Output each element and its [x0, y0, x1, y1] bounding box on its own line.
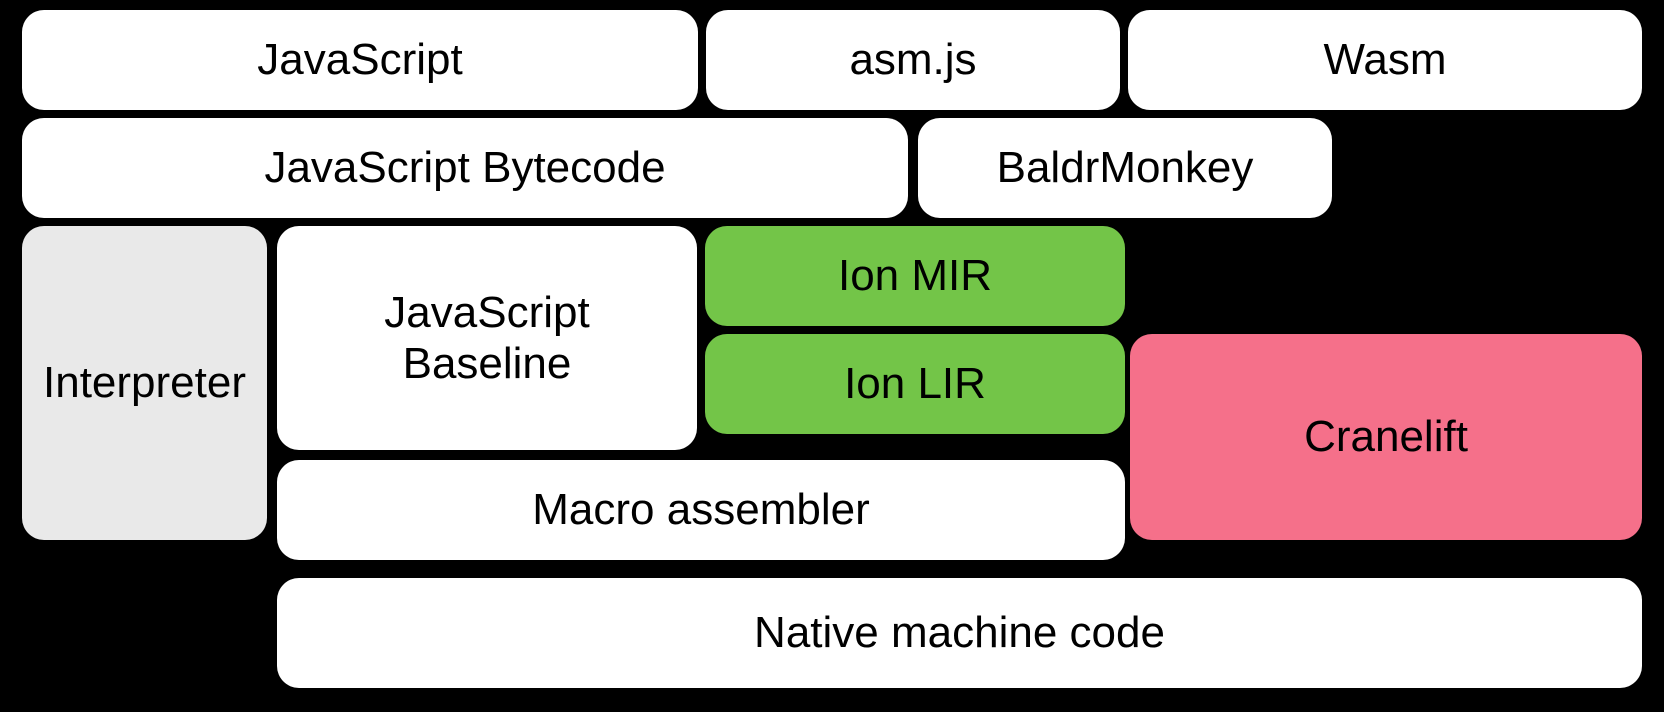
node-baldrmonkey: BaldrMonkey [918, 118, 1332, 218]
node-native-machine-code: Native machine code [277, 578, 1642, 688]
node-cranelift: Cranelift [1130, 334, 1642, 540]
node-ion-lir: Ion LIR [705, 334, 1125, 434]
node-label: Ion MIR [837, 251, 993, 301]
node-javascript: JavaScript [22, 10, 698, 110]
node-label: asm.js [849, 35, 977, 85]
node-label: Ion LIR [844, 359, 986, 409]
node-javascript-baseline: JavaScript Baseline [277, 226, 697, 450]
node-label: Interpreter [43, 358, 246, 408]
node-label: Macro assembler [532, 485, 870, 535]
node-label: JavaScript Baseline [384, 287, 590, 388]
node-interpreter: Interpreter [22, 226, 267, 540]
node-label: Cranelift [1304, 412, 1468, 462]
node-javascript-bytecode: JavaScript Bytecode [22, 118, 908, 218]
node-macro-assembler: Macro assembler [277, 460, 1125, 560]
node-asm-js: asm.js [706, 10, 1120, 110]
node-wasm: Wasm [1128, 10, 1642, 110]
node-label: JavaScript Bytecode [264, 143, 666, 193]
node-label: JavaScript [257, 35, 463, 85]
node-ion-mir: Ion MIR [705, 226, 1125, 326]
node-label: Native machine code [754, 608, 1165, 658]
node-label: BaldrMonkey [996, 143, 1254, 193]
node-label: Wasm [1323, 35, 1447, 85]
